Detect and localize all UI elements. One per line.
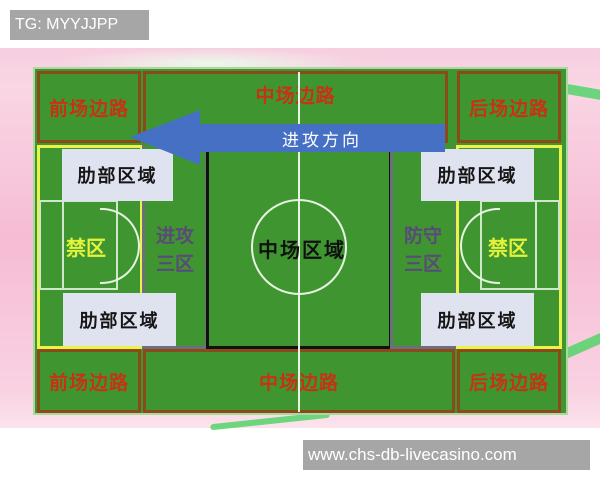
right-goal-area (535, 200, 560, 290)
attack-direction-arrow: 进攻方向 (199, 124, 445, 152)
penalty-area-text: 禁区 (66, 236, 106, 260)
right-penalty-label: 禁区 (488, 232, 528, 261)
left-bottom-half-space: 肋部区域 (63, 293, 176, 346)
left-goal-area (39, 200, 64, 290)
left-top-half-space: 肋部区域 (62, 149, 173, 201)
central-zone-label: 中场区域 (258, 238, 346, 262)
attack-direction-arrow-icon (130, 110, 200, 165)
bottom-right-wing-zone: 后场边路 (457, 349, 561, 413)
zone-label: 前场边路 (48, 371, 129, 394)
top-right-wing-zone: 后场边路 (457, 71, 561, 143)
zone-label: 中场边路 (255, 84, 336, 107)
website-watermark: www.chs-db-livecasino.com (303, 440, 590, 470)
right-bottom-half-space: 肋部区域 (421, 293, 534, 346)
center-circle (251, 199, 347, 295)
right-penalty-area-outline (456, 145, 562, 349)
zone-label: 后场边路 (468, 371, 549, 394)
right-third-label: 防守 三区 (396, 222, 450, 278)
left-penalty-area-outline (37, 145, 143, 349)
third-label-line2: 三区 (403, 253, 442, 275)
left-third-label: 进攻 三区 (148, 222, 202, 278)
third-label-line1: 进攻 (155, 225, 194, 247)
telegram-watermark: TG: MYYJJPP (10, 10, 149, 40)
halfway-line-top (298, 72, 300, 142)
third-label-line2: 三区 (155, 253, 194, 275)
zone-label: 后场边路 (468, 97, 549, 120)
penalty-area-text: 禁区 (488, 236, 528, 260)
left-penalty-label: 禁区 (66, 232, 106, 261)
zone-label: 前场边路 (48, 97, 129, 120)
right-top-half-space: 肋部区域 (421, 149, 534, 201)
third-label-line1: 防守 (403, 225, 442, 247)
bottom-left-wing-zone: 前场边路 (37, 349, 141, 413)
top-left-wing-zone: 前场边路 (37, 71, 141, 143)
